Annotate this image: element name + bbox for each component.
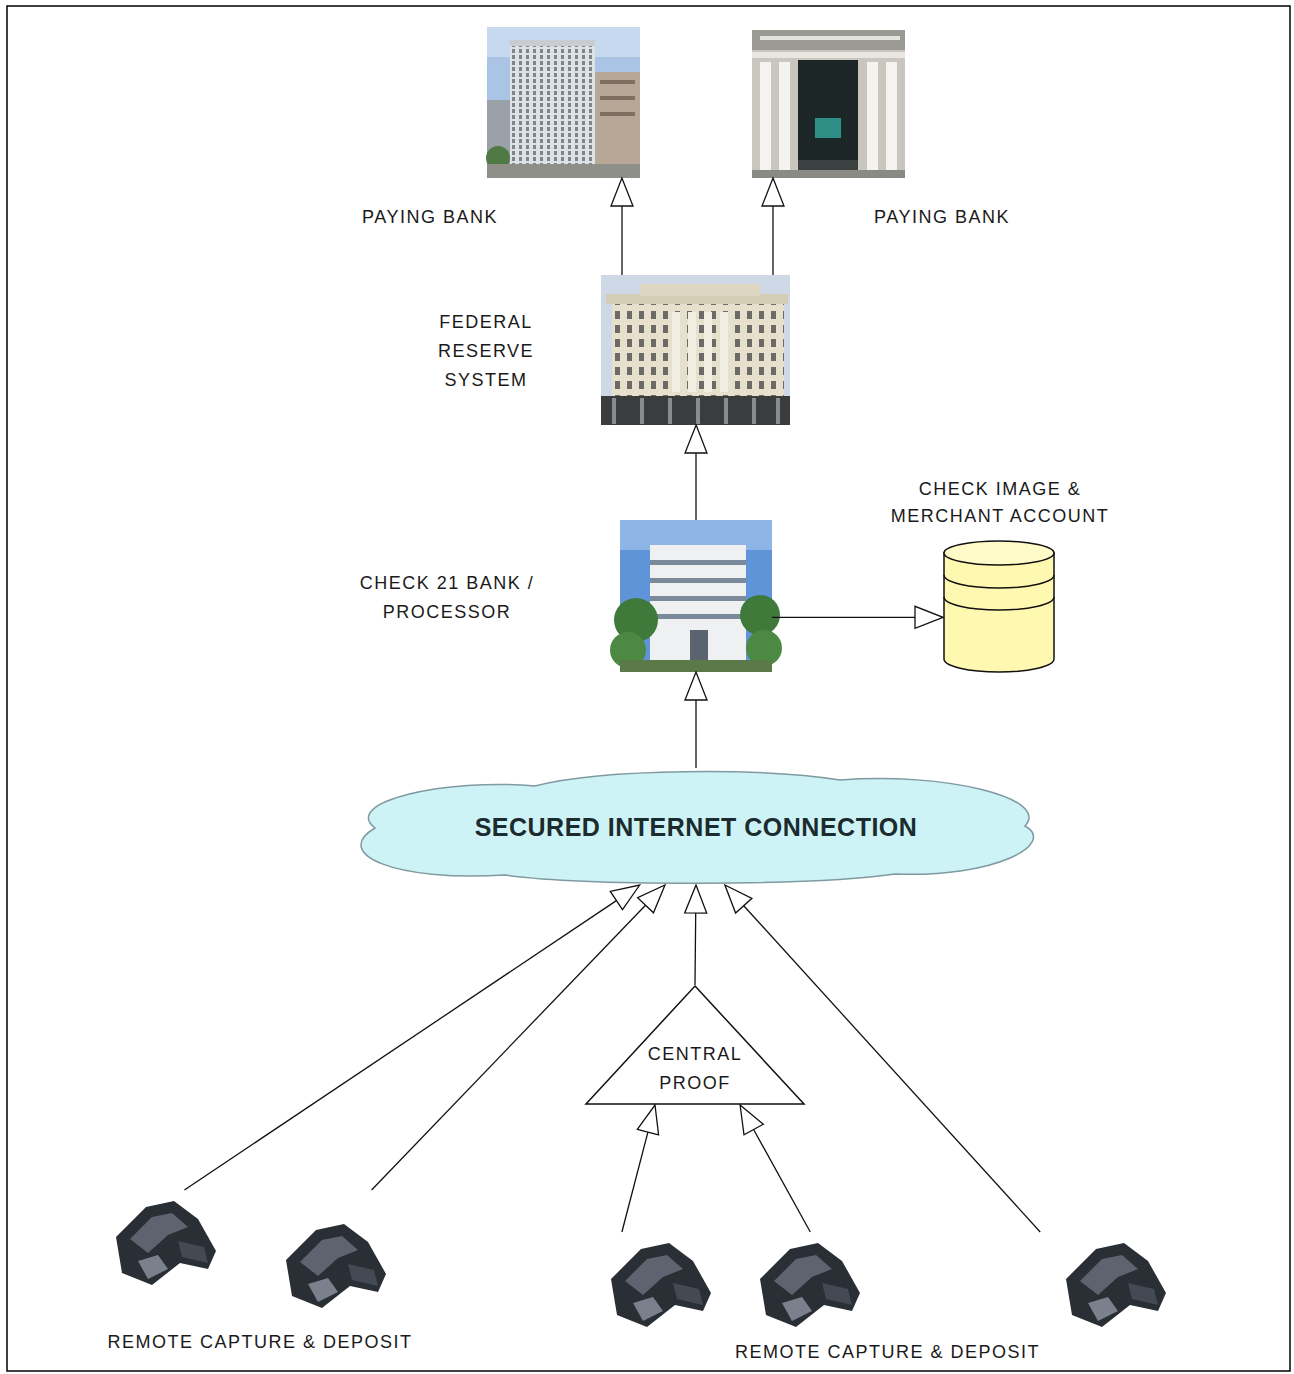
cyl-outline: [943, 540, 1055, 672]
arrow-head: [611, 178, 633, 206]
frame: [7, 6, 1290, 1371]
connector-line: [694, 913, 696, 985]
arrow-head: [762, 178, 784, 206]
arrow-head: [685, 672, 707, 700]
connector-line: [372, 905, 646, 1190]
node-label: PAYING BANK: [362, 203, 498, 232]
node-label: CHECK IMAGE & MERCHANT ACCOUNT: [869, 476, 1131, 530]
flow-arrow: [685, 885, 707, 985]
check-scanner: [1066, 1243, 1166, 1327]
check-scanner: [611, 1243, 711, 1327]
node-text: SECURED INTERNET CONNECTION: [475, 811, 918, 843]
node-text: REMOTE CAPTURE & DEPOSIT: [735, 1338, 1040, 1367]
check-scanner: [760, 1243, 860, 1327]
flow-arrow: [611, 178, 633, 275]
connector-line: [772, 206, 773, 275]
node-text: CENTRAL PROOF: [635, 1040, 755, 1098]
flow-arrow: [725, 885, 1040, 1232]
connector-line: [772, 617, 915, 618]
scanner-group: REMOTE CAPTURE & DEPOSIT: [595, 1232, 1180, 1370]
flow-arrow: [685, 425, 707, 520]
flow-arrow: [772, 606, 943, 628]
arrow-head: [685, 885, 707, 913]
arrow-head: [637, 1105, 658, 1135]
check-scanner: [286, 1224, 386, 1308]
node-label: FEDERAL RESERVE SYSTEM: [416, 308, 556, 395]
arrow-head: [915, 606, 943, 628]
flow-arrow: [184, 885, 665, 1190]
connector-line: [695, 700, 696, 768]
node-label: PAYING BANK: [874, 203, 1010, 232]
arrow-head: [740, 1105, 763, 1135]
paying-bank-photo: [752, 30, 905, 178]
arrow-head: [685, 425, 707, 453]
node-label: CHECK 21 BANK / PROCESSOR: [327, 569, 567, 627]
processor-bank-photo: [610, 520, 782, 672]
arrow-head: [610, 885, 639, 910]
flow-arrow: [762, 178, 784, 275]
check-scanner: [116, 1201, 216, 1285]
connector-line: [184, 901, 616, 1190]
flow-arrow: [622, 1105, 810, 1232]
connector-line: [754, 1130, 811, 1233]
bank-photo-box: PAYING BANK: [752, 30, 905, 178]
node-text: REMOTE CAPTURE & DEPOSIT: [107, 1328, 412, 1357]
connector-line: [621, 206, 622, 275]
bank-photo-box: PAYING BANK: [487, 27, 640, 178]
network-cloud: SECURED INTERNET CONNECTION: [335, 768, 1057, 885]
arrow-head: [725, 885, 752, 913]
connector-line: [744, 906, 1040, 1232]
flow-arrow: [685, 672, 707, 768]
processor-photo-box: CHECK 21 BANK / PROCESSOR: [620, 520, 772, 672]
reserve-photo-box: FEDERAL RESERVE SYSTEM: [601, 275, 790, 425]
connector-line: [695, 453, 696, 520]
scanner-group: REMOTE CAPTURE & DEPOSIT: [80, 1190, 440, 1360]
database-cylinder: CHECK IMAGE & MERCHANT ACCOUNT: [943, 540, 1055, 672]
proof-triangle: CENTRAL PROOF: [585, 985, 805, 1105]
arrow-head: [638, 885, 665, 913]
paying-bank-photo: [486, 27, 640, 178]
connector-line: [622, 1132, 648, 1232]
federal-reserve-photo: [601, 275, 790, 425]
